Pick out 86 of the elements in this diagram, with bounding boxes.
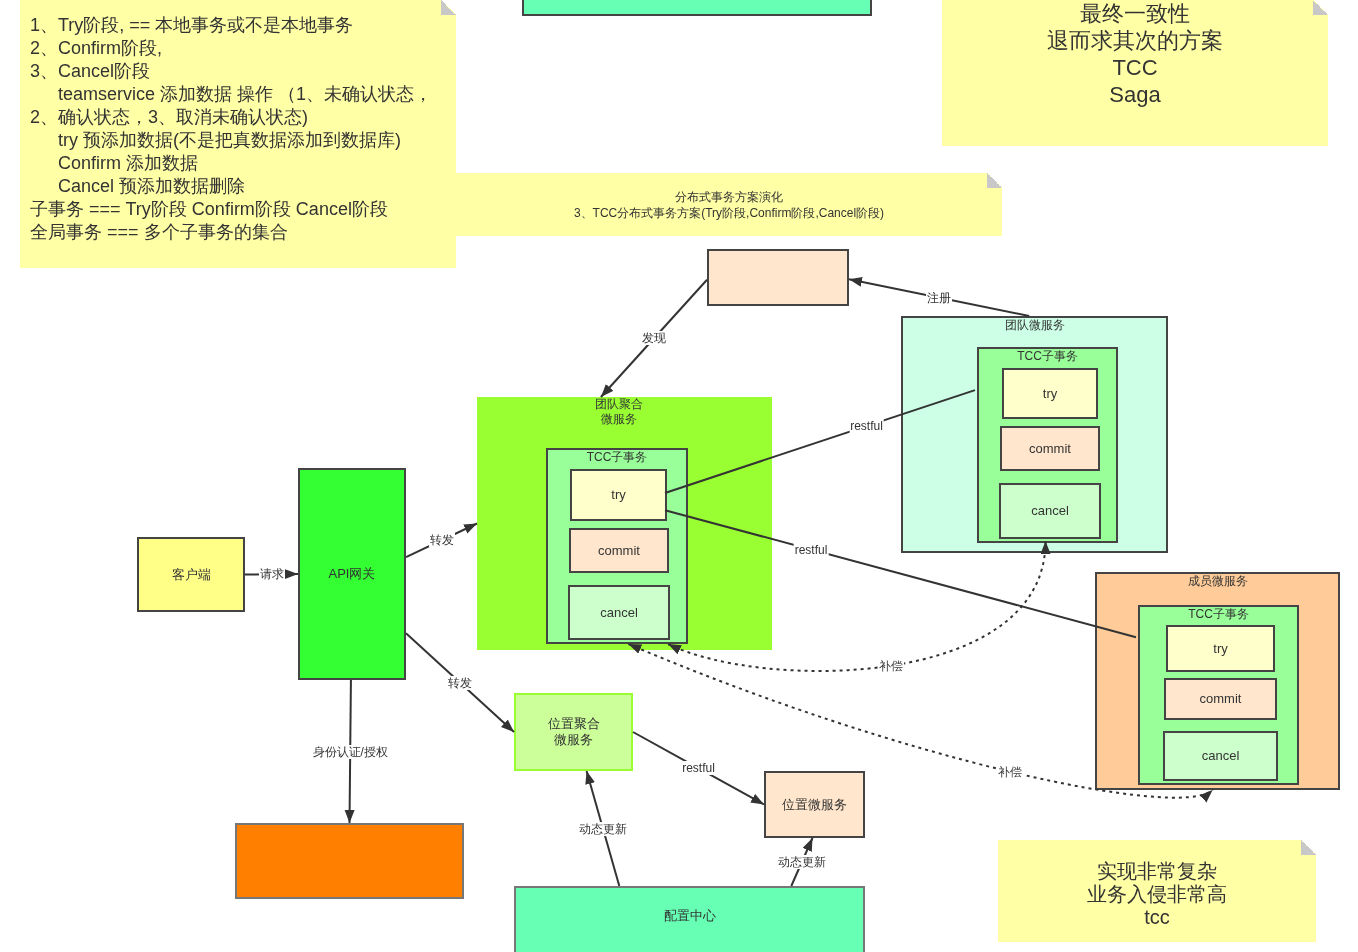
note-text: TCC bbox=[1112, 54, 1158, 81]
arrow bbox=[627, 643, 1214, 800]
service-container bbox=[546, 448, 688, 644]
group-title: TCC子事务 bbox=[585, 450, 649, 465]
edge-label: 转发 bbox=[428, 533, 455, 548]
edge-label: 补偿 bbox=[997, 764, 1024, 779]
service-container bbox=[977, 347, 1118, 543]
note-text: 实现非常复杂 bbox=[1097, 859, 1217, 883]
note-text: 子事务 === Try阶段 Confirm阶段 Cancel阶段 bbox=[30, 198, 389, 221]
note-text: 最终一致性 bbox=[1080, 0, 1190, 27]
edge-label: 转发 bbox=[447, 675, 473, 690]
process-box bbox=[1163, 731, 1278, 781]
edge-label: 注册 bbox=[926, 290, 953, 305]
node-label: cancel bbox=[1031, 503, 1069, 519]
node-label: 位置微服务 bbox=[782, 796, 847, 813]
edge-label: restful bbox=[793, 542, 829, 557]
process-box bbox=[1166, 625, 1275, 672]
note-text: 2、Confirm阶段, bbox=[30, 37, 164, 60]
note-text: Cancel 预添加数据删除 bbox=[57, 175, 247, 198]
note-text: 3、Cancel阶段 bbox=[30, 60, 152, 83]
note-text: try 预添加数据(不是把真数据添加到数据库) bbox=[57, 129, 402, 152]
process-box bbox=[514, 886, 865, 952]
process-box bbox=[1002, 368, 1098, 419]
edge-label: 补偿 bbox=[878, 658, 905, 673]
service-container bbox=[901, 316, 1168, 553]
process-box bbox=[235, 823, 464, 899]
note-text: Saga bbox=[1109, 81, 1161, 108]
node-label: 配置中心 bbox=[663, 908, 716, 924]
arrow bbox=[667, 540, 1049, 672]
sticky-note bbox=[942, 0, 1328, 146]
node-label: API网关 bbox=[328, 566, 376, 582]
node-label: try bbox=[1042, 385, 1058, 402]
note-text: Confirm 添加数据 bbox=[57, 152, 199, 175]
group-title: 团队聚合微服务 bbox=[593, 397, 644, 427]
arrow bbox=[344, 679, 355, 824]
note-text: teamservice 添加数据 操作 （1、未确认状态，2、确认状态，3、取消未确认状态) bbox=[30, 83, 434, 129]
arrow bbox=[585, 770, 621, 887]
group-title: TCC子事务 bbox=[1016, 349, 1079, 364]
process-box bbox=[569, 528, 669, 573]
node-label: commit bbox=[598, 542, 640, 559]
process-box bbox=[298, 468, 406, 680]
edge-label: restful bbox=[681, 761, 716, 776]
group-title: TCC子事务 bbox=[1187, 607, 1250, 622]
process-box bbox=[1164, 678, 1277, 720]
connector-line bbox=[664, 509, 1137, 639]
connector-line bbox=[664, 389, 976, 494]
sticky-note bbox=[456, 173, 1002, 236]
node-label: cancel bbox=[1201, 748, 1240, 764]
process-box bbox=[568, 585, 670, 640]
process-box bbox=[137, 537, 245, 612]
group-title: 成员微服务 bbox=[1186, 574, 1249, 589]
edge-label: 动态更新 bbox=[577, 821, 628, 836]
process-box bbox=[999, 483, 1101, 539]
edge-label: 请求 bbox=[258, 567, 285, 582]
group-title: 团队微服务 bbox=[1003, 318, 1066, 333]
process-box bbox=[764, 771, 865, 838]
node-label: 位置聚合微服务 bbox=[546, 716, 601, 748]
edge-label: 发现 bbox=[640, 331, 667, 346]
note-text: 1、Try阶段, == 本地事务或不是本地事务 bbox=[30, 14, 355, 37]
edge-label: 身份认证/授权 bbox=[311, 744, 389, 759]
sticky-note bbox=[998, 840, 1316, 942]
node-label: commit bbox=[1199, 691, 1242, 707]
node-label: try bbox=[1213, 640, 1228, 657]
node-label: commit bbox=[1029, 440, 1071, 457]
note-text: tcc bbox=[1144, 905, 1170, 929]
node-label: try bbox=[611, 487, 626, 503]
edge-label: 动态更新 bbox=[776, 855, 827, 869]
process-box bbox=[707, 249, 849, 306]
node-label: 客户端 bbox=[171, 566, 211, 583]
service-container bbox=[477, 397, 772, 650]
sticky-note bbox=[20, 0, 456, 268]
node-label: cancel bbox=[600, 604, 638, 621]
service-container bbox=[1138, 605, 1299, 785]
process-box bbox=[1000, 426, 1100, 471]
note-text: 退而求其次的方案 bbox=[1047, 27, 1223, 54]
note-text: 业务入侵非常高 bbox=[1087, 882, 1227, 906]
edge-label: restful bbox=[849, 419, 884, 434]
process-box bbox=[514, 693, 633, 771]
note-text: 分布式事务方案演化 bbox=[675, 188, 783, 205]
service-container bbox=[1095, 572, 1340, 790]
process-box bbox=[570, 469, 667, 521]
process-box bbox=[522, 0, 872, 16]
arrow bbox=[599, 278, 708, 398]
note-text: 3、TCC分布式事务方案(Try阶段,Confirm阶段,Cancel阶段) bbox=[573, 204, 885, 221]
note-text: 全局事务 === 多个子事务的集合 bbox=[30, 221, 289, 244]
arrow bbox=[405, 632, 515, 733]
